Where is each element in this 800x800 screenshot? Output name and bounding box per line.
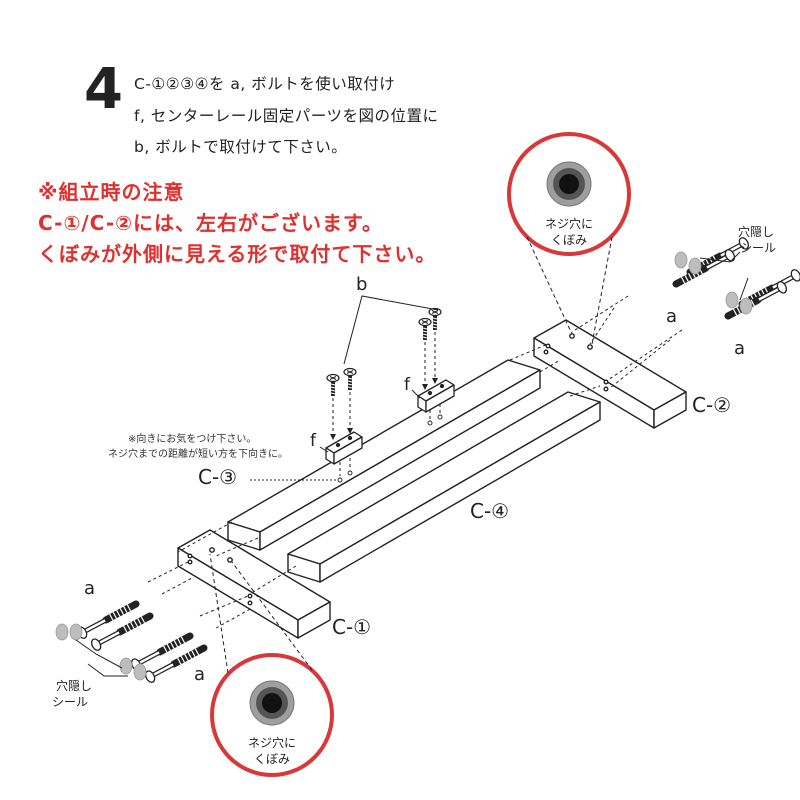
seal-label-left-line-2: シール bbox=[52, 695, 88, 709]
board-c3 bbox=[227, 359, 541, 551]
recess-callout-bottom-line-2: くぼみ bbox=[254, 752, 290, 766]
label-c3: C-③ bbox=[198, 465, 237, 489]
label-f-left: f bbox=[310, 431, 317, 451]
seal-left-1 bbox=[55, 623, 69, 641]
seal-right-4 bbox=[739, 297, 753, 315]
seal-left-2 bbox=[69, 623, 83, 641]
label-a-left-lower: a bbox=[194, 664, 205, 685]
board-c4 bbox=[287, 391, 601, 583]
recess-callout-bottom: ネジ穴に くぼみ bbox=[210, 653, 334, 777]
recess-callout-top: ネジ穴に くぼみ bbox=[507, 132, 631, 256]
screw-b-1 bbox=[325, 372, 341, 398]
label-c4: C-④ bbox=[470, 499, 509, 523]
label-b: b bbox=[356, 274, 367, 295]
label-c1: C-① bbox=[332, 615, 371, 639]
seal-left-3 bbox=[119, 657, 133, 675]
orientation-note-line-1: ※向きにお気をつけ下さい。 bbox=[128, 434, 257, 445]
seal-right-2 bbox=[688, 257, 702, 275]
seal-label-left-line-1: 穴隠し bbox=[56, 678, 92, 693]
instruction-line-1: C-①②③④を a, ボルトを使い取付け bbox=[134, 75, 396, 93]
board-c1 bbox=[177, 529, 331, 639]
seal-right-3 bbox=[725, 291, 739, 309]
orientation-note-line-2: ネジ穴までの距離が短い方を下向きに。 bbox=[108, 449, 288, 460]
recess-callout-top-line-1: ネジ穴に bbox=[545, 216, 593, 231]
screw-b-2 bbox=[342, 366, 358, 392]
label-f-right: f bbox=[404, 375, 411, 395]
step-number: 4 bbox=[84, 57, 123, 122]
part-f-block-left bbox=[325, 431, 363, 465]
instruction-line-2: f, センターレール固定パーツを図の位置に bbox=[134, 107, 439, 125]
caution-line-2: くぼみが外側に見える形で取付て下さい。 bbox=[38, 242, 437, 266]
screw-b-4 bbox=[427, 306, 443, 332]
seal-right-1 bbox=[674, 251, 688, 269]
seal-left-4 bbox=[133, 663, 147, 681]
seal-label-right-line-1: 穴隠し bbox=[738, 224, 774, 239]
label-a-right-lower: a bbox=[734, 338, 745, 359]
seal-label-right-line-2: シール bbox=[740, 241, 776, 255]
caution-line-1: C-①/C-②には、左右がございます。 bbox=[38, 211, 384, 235]
screw-b-3 bbox=[417, 316, 433, 342]
caution-heading: ※組立時の注意 bbox=[38, 180, 185, 204]
label-a-left-upper: a bbox=[84, 578, 95, 599]
label-a-right-upper: a bbox=[666, 306, 677, 327]
bolt-a-left-upper-2 bbox=[90, 611, 153, 652]
part-f-block-right bbox=[417, 379, 455, 413]
instruction-line-3: b, ボルトで取付けて下さい。 bbox=[134, 138, 348, 156]
recess-callout-top-line-2: くぼみ bbox=[551, 233, 587, 247]
label-c2: C-② bbox=[692, 393, 731, 417]
bolt-a-left-upper bbox=[76, 599, 139, 640]
recess-callout-bottom-line-1: ネジ穴に bbox=[248, 735, 296, 750]
